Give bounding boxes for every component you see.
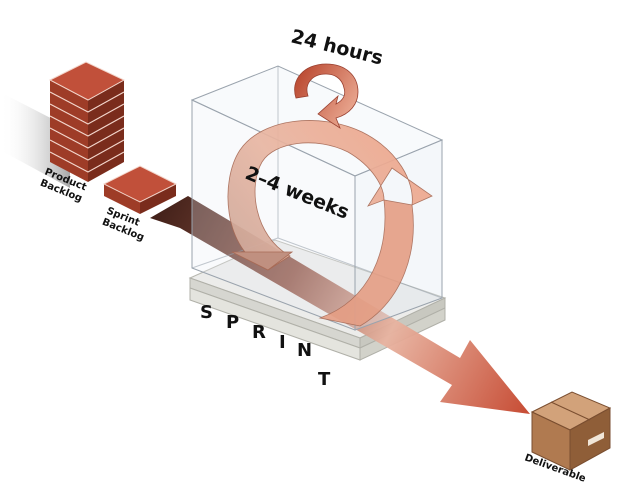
product-backlog-stack xyxy=(48,61,126,182)
flow-band xyxy=(0,92,70,188)
sprint-letter: N xyxy=(297,340,312,361)
deliverable-box xyxy=(530,391,612,471)
sprint-letter: R xyxy=(252,322,266,343)
sprint-letter: T xyxy=(318,369,331,390)
sprint-label: S P R I N T xyxy=(200,302,331,390)
sprint-letter: S xyxy=(200,302,213,323)
daily-cycle-label: 24 hours xyxy=(289,26,385,70)
sprint-backlog-block xyxy=(102,165,178,214)
sprint-letter: I xyxy=(279,332,286,353)
sprint-loop-arrow xyxy=(227,120,433,327)
daily-loop-arrow xyxy=(294,63,359,130)
sprint-letter: P xyxy=(226,312,239,333)
